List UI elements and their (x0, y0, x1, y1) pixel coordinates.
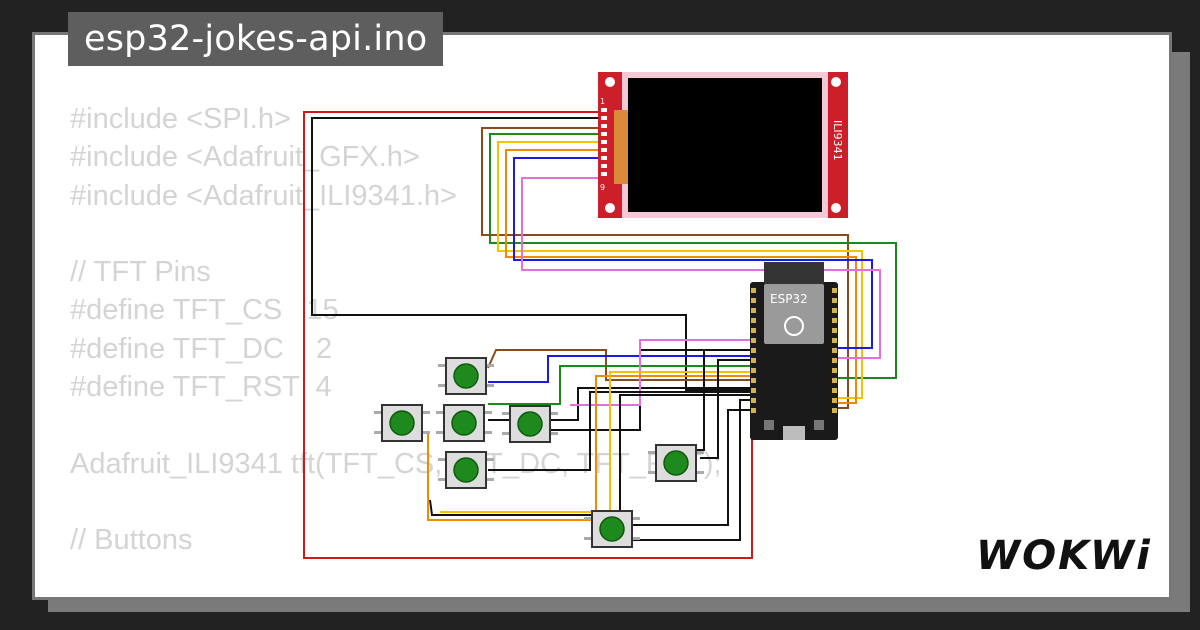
code-line: #include <Adafruit_ILI9341.h> (70, 179, 457, 212)
display-label: ILI9341 (831, 120, 844, 161)
pushbutton[interactable] (436, 404, 492, 442)
board-shield (764, 284, 824, 344)
wire-black-btn3 (488, 391, 752, 471)
mount-hole (605, 77, 615, 87)
pushbuttons (374, 357, 704, 548)
wire-yellow (497, 141, 863, 399)
mount-hole (605, 203, 615, 213)
wire-yellow-btn (440, 371, 752, 513)
pushbutton[interactable] (374, 404, 430, 442)
pushbutton[interactable] (648, 444, 704, 482)
mount-hole (831, 77, 841, 87)
code-line: // Buttons (70, 524, 193, 557)
board-antenna (764, 262, 824, 284)
wire-pink (521, 177, 881, 359)
wire-brown (481, 127, 849, 409)
wire-orange (505, 149, 857, 404)
display-pin-first: 1 (600, 97, 605, 106)
wokwi-logo: WOKWi (976, 533, 1152, 579)
code-line: // TFT Pins (70, 256, 211, 289)
board-pins-left (751, 288, 756, 413)
display-pin-last: 9 (600, 183, 605, 192)
board-label: ESP32 (770, 292, 808, 306)
pushbutton[interactable] (584, 510, 640, 548)
project-title: esp32-jokes-api.ino (68, 12, 444, 66)
code-line: #define TFT_CS 15 (70, 294, 339, 327)
code-line: #include <Adafruit_GFX.h> (70, 141, 420, 174)
wire-blue (513, 157, 873, 349)
display-flex (614, 110, 628, 184)
wire-black-btn8 (696, 349, 752, 451)
wire-blue-btn (488, 355, 752, 383)
board-pins-right (832, 288, 837, 413)
boot-button (814, 420, 824, 430)
wire-green (489, 133, 897, 379)
espressif-logo-icon (784, 316, 804, 336)
wire-black (311, 117, 752, 391)
esp32-board[interactable]: ESP32 (750, 262, 838, 440)
wire-green-btn (488, 365, 752, 405)
wire-black-btn5 (630, 399, 752, 541)
wire-red (303, 111, 753, 559)
code-preview: #include <SPI.h> #include <Adafruit_GFX.… (70, 100, 722, 560)
display-screen (628, 78, 822, 212)
code-line: #define TFT_DC 2 (70, 332, 333, 365)
ili9341-display[interactable]: 1 9 ILI9341 (598, 72, 848, 218)
code-line: #define TFT_RST 4 (70, 371, 332, 404)
pushbutton[interactable] (438, 451, 494, 489)
wire-brown-btn (487, 349, 752, 381)
pushbutton[interactable] (502, 405, 558, 443)
wire-black-btn6 (630, 409, 752, 526)
mount-hole (831, 203, 841, 213)
code-line: #include <SPI.h> (70, 103, 291, 135)
usb-port (783, 426, 805, 440)
wire-black-btn7 (700, 359, 752, 459)
reset-button (764, 420, 774, 430)
pushbutton[interactable] (438, 357, 494, 395)
display-pins (601, 108, 607, 176)
